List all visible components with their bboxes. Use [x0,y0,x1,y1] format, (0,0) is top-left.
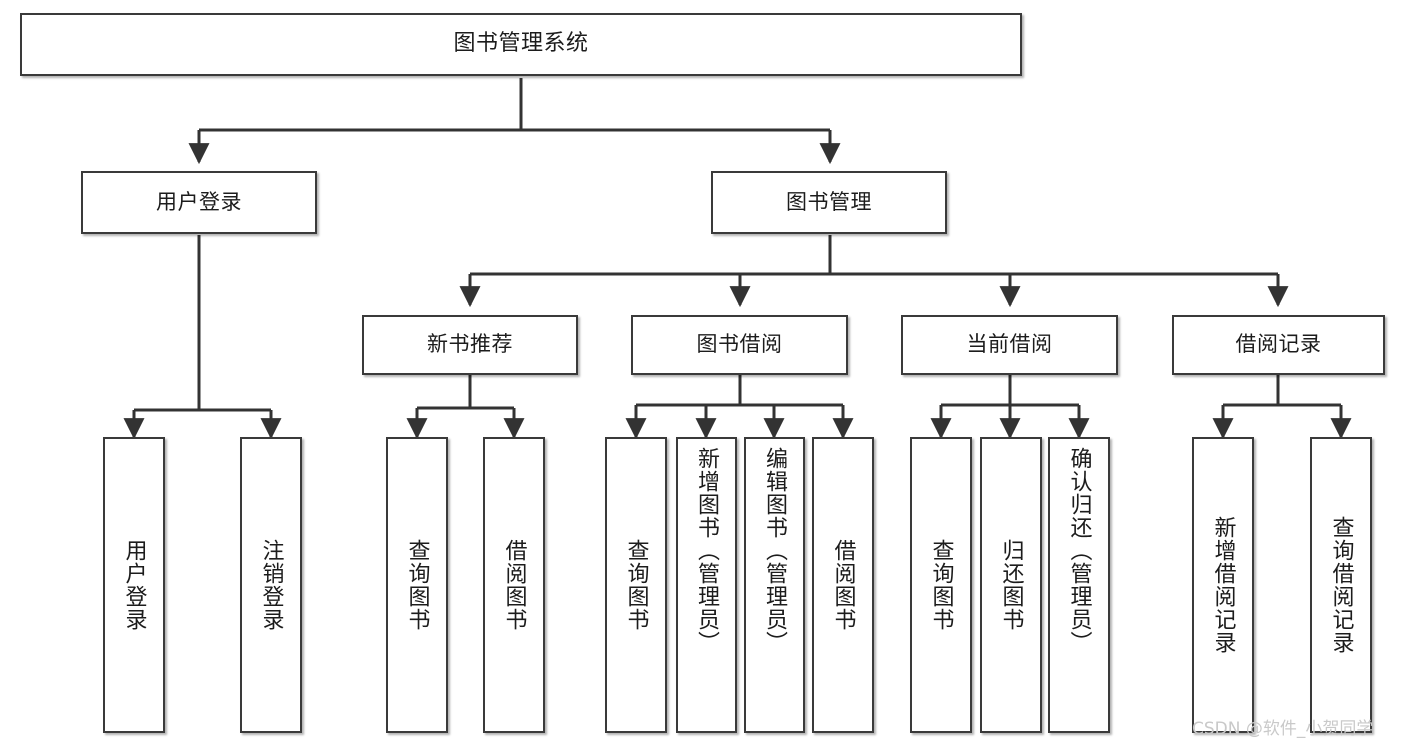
leaf-book-borrow-query[interactable]: 查询图书 [605,437,667,733]
node-root-label: 图书管理系统 [453,31,589,57]
leaf-borrow-record-query[interactable]: 查询借阅记录 [1310,437,1372,733]
leaf-new-book-borrow-label: 借阅图书 [501,539,527,631]
node-borrow-record[interactable]: 借阅记录 [1172,315,1385,375]
leaf-user-login-login[interactable]: 用户登录 [103,437,165,733]
leaf-new-book-query[interactable]: 查询图书 [386,437,448,733]
node-current-borrow[interactable]: 当前借阅 [901,315,1118,375]
leaf-book-borrow-borrow[interactable]: 借阅图书 [812,437,874,733]
node-root[interactable]: 图书管理系统 [20,13,1022,76]
node-book-management-label: 图书管理 [786,189,872,214]
leaf-current-borrow-query[interactable]: 查询图书 [910,437,972,733]
leaf-current-borrow-query-label: 查询图书 [928,539,954,631]
leaf-user-login-logout-label: 注销登录 [258,539,284,631]
leaf-book-borrow-borrow-label: 借阅图书 [830,539,856,631]
node-new-book-recommend-label: 新书推荐 [427,332,513,357]
leaf-book-borrow-add-label: 新增图书（管理员） [694,447,720,654]
leaf-borrow-record-query-label: 查询借阅记录 [1328,516,1354,654]
leaf-current-borrow-confirm-label: 确认归还（管理员） [1066,447,1092,654]
node-user-login-label: 用户登录 [156,189,242,214]
leaf-book-borrow-query-label: 查询图书 [623,539,649,631]
leaf-book-borrow-edit[interactable]: 编辑图书（管理员） [744,437,805,733]
node-book-borrow[interactable]: 图书借阅 [631,315,848,375]
leaf-borrow-record-add[interactable]: 新增借阅记录 [1192,437,1254,733]
leaf-current-borrow-confirm[interactable]: 确认归还（管理员） [1048,437,1110,733]
node-current-borrow-label: 当前借阅 [966,332,1053,357]
leaf-new-book-query-label: 查询图书 [404,539,430,631]
leaf-new-book-borrow[interactable]: 借阅图书 [483,437,545,733]
node-new-book-recommend[interactable]: 新书推荐 [362,315,578,375]
leaf-book-borrow-add[interactable]: 新增图书（管理员） [676,437,737,733]
node-borrow-record-label: 借阅记录 [1235,332,1322,357]
leaf-current-borrow-return-label: 归还图书 [998,539,1024,631]
node-book-borrow-label: 图书借阅 [696,332,783,357]
leaf-borrow-record-add-label: 新增借阅记录 [1210,516,1236,654]
node-user-login[interactable]: 用户登录 [81,171,317,234]
node-book-management[interactable]: 图书管理 [711,171,947,234]
leaf-book-borrow-edit-label: 编辑图书（管理员） [762,447,788,654]
leaf-user-login-login-label: 用户登录 [121,539,147,631]
leaf-user-login-logout[interactable]: 注销登录 [240,437,302,733]
csdn-watermark: CSDN @软件_小贺同学 [1192,719,1374,739]
leaf-current-borrow-return[interactable]: 归还图书 [980,437,1042,733]
